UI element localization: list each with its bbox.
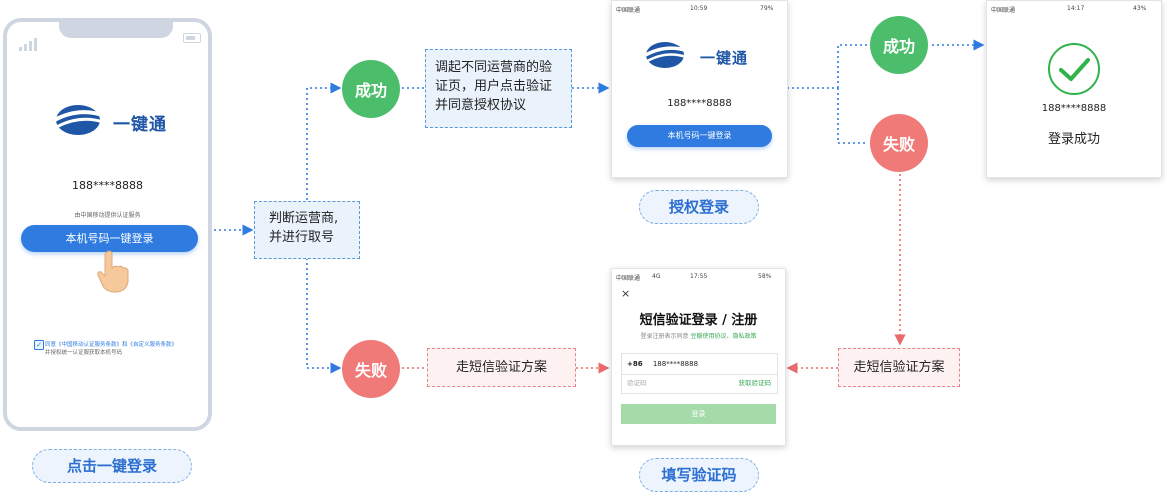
phone-number: 188****8888 (667, 98, 732, 109)
status-battery: 43% (1133, 5, 1147, 12)
brand-logo-icon (641, 42, 689, 68)
terms-link[interactable]: 豆瓣使用协议、隐私政策 (690, 333, 757, 340)
provider-text: 由中国移动提供认证服务 (74, 212, 141, 219)
call-line-2: 证页，用户点击验证 (435, 79, 553, 94)
call-line-3: 并同意授权协议 (435, 98, 527, 113)
label-auth-login: 授权登录 (639, 190, 759, 224)
sms-title: 短信验证登录 / 注册 (639, 313, 758, 328)
check-circle-icon (1048, 43, 1100, 95)
fail-node-left: 失败 (342, 340, 400, 398)
call-auth-page-box: 调起不同运营商的验 证页，用户点击验证 并同意授权协议 (425, 49, 572, 128)
phone-number: 188****8888 (72, 179, 143, 192)
label-fill-code: 填写验证码 (639, 458, 759, 492)
sms-subtitle-prefix: 登录注册表示同意 (640, 333, 691, 340)
phone-input-value: 188****8888 (652, 360, 699, 368)
sms-fallback-box-right: 走短信验证方案 (838, 348, 960, 387)
close-icon[interactable]: × (621, 287, 631, 300)
fail-node-right: 失败 (870, 114, 928, 172)
hand-pointer-icon (97, 250, 129, 293)
one-click-login-button[interactable]: 本机号码一键登录 (21, 225, 198, 252)
auth-login-button[interactable]: 本机号码一键登录 (627, 125, 772, 147)
sms-subtitle: 登录注册表示同意 豆瓣使用协议、隐私政策 (612, 331, 785, 340)
sms-fallback-box-left: 走短信验证方案 (427, 348, 576, 387)
code-input-placeholder: 验证码 (627, 379, 647, 387)
sms-login-button[interactable]: 登录 (621, 404, 776, 424)
brand-logo-icon (49, 105, 106, 135)
status-carrier: 中国联通 (991, 7, 1016, 14)
call-line-1: 调起不同运营商的验 (435, 60, 553, 75)
phone-mockup: 一键通 188****8888 由中国移动提供认证服务 本机号码一键登录 ✓ 同… (3, 18, 212, 431)
status-time: 17:55 (690, 273, 708, 280)
status-battery: 79% (760, 5, 774, 12)
battery-icon (183, 33, 201, 43)
agreement-text-2: 并授权统一认证服获取本机号码 (45, 350, 123, 356)
status-carrier: 中国联通 (616, 275, 641, 282)
judge-line-1: 判断运营商, (269, 211, 339, 226)
brand-name: 一键通 (700, 49, 749, 67)
sms-login-screen: 中国联通 4G 17:55 58% × 短信验证登录 / 注册 登录注册表示同意… (611, 268, 786, 446)
phone-notch (59, 18, 173, 38)
country-code[interactable]: +86 (627, 360, 643, 368)
phone-number: 188****8888 (1041, 103, 1107, 114)
success-node-left: 成功 (342, 60, 400, 118)
judge-line-2: 并进行取号 (269, 230, 335, 245)
login-success-screen: 中国联通 14:17 43% 188****8888 登录成功 (986, 0, 1162, 178)
auth-screen: 中国联通 10:59 79% 一键通 188****8888 本机号码一键登录 (611, 0, 788, 178)
agreement-checkbox[interactable]: ✓ (34, 340, 44, 350)
login-success-text: 登录成功 (1047, 132, 1100, 147)
code-input-field[interactable]: 验证码 获取验证码 (621, 373, 778, 394)
status-carrier: 中国联通 (616, 7, 641, 14)
agreement-text[interactable]: 同意《中国移动认证服务条款》和《自定义服务条款》 (45, 342, 178, 348)
success-node-right: 成功 (870, 16, 928, 74)
status-network: 4G (652, 273, 661, 280)
status-time: 14:17 (1067, 5, 1085, 12)
brand-name: 一键通 (113, 115, 167, 135)
signal-icon (19, 32, 39, 51)
get-code-button[interactable]: 获取验证码 (738, 379, 772, 387)
status-battery: 58% (758, 273, 772, 280)
status-time: 10:59 (690, 5, 708, 12)
judge-carrier-box: 判断运营商, 并进行取号 (254, 201, 360, 259)
phone-input-field[interactable]: +86 188****8888 (621, 353, 778, 375)
label-click-login: 点击一键登录 (32, 449, 192, 483)
